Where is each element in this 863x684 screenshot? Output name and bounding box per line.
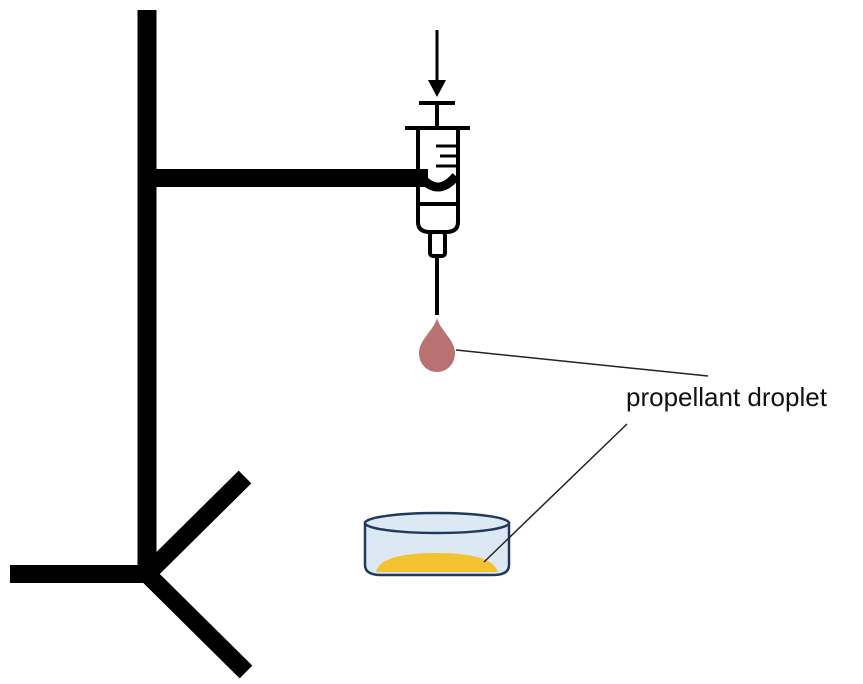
retort-stand [10,10,428,679]
leader-line-to-dish [483,423,628,563]
arrow-down-icon [428,30,446,97]
leader-line-to-droplet [455,349,709,377]
syringe-hub [428,230,447,258]
syringe-clamp-ring [416,172,460,192]
sample-mound [376,553,498,572]
annotation-leader-lines [455,349,709,563]
dish-rim [363,511,511,535]
syringe-icon [405,101,470,315]
stand-base-leg-lower [140,567,253,679]
petri-dish-icon [363,511,511,577]
droplet-icon [419,318,455,372]
stand-base-leg-upper [140,470,252,581]
propellant-droplet-label: propellant droplet [626,382,828,412]
